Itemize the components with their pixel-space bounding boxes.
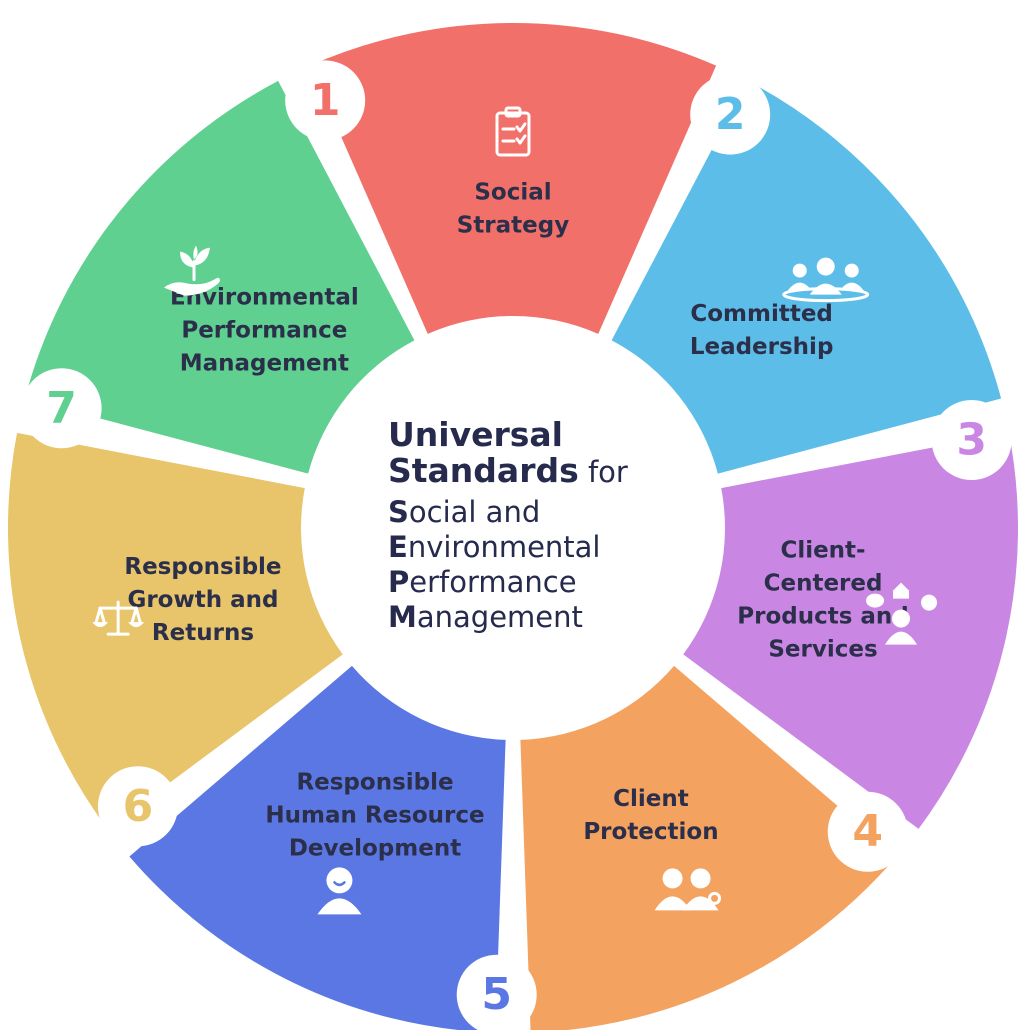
center-title-line2: Standards for — [388, 451, 628, 490]
center-title-standards: Standards — [388, 451, 579, 490]
segment-3-label-line: Products and — [737, 603, 909, 629]
segment-5-label-line: Responsible — [296, 770, 453, 796]
segment-6-label-line: Returns — [152, 620, 254, 646]
segment-7-label-line: Performance — [181, 318, 347, 344]
segment-1-number-badge — [285, 60, 366, 141]
segment-5-label-line: Development — [289, 836, 461, 862]
center-row-social: Social and — [388, 495, 540, 529]
center-row-management: Management — [388, 600, 583, 634]
segment-6-number: 6 — [123, 781, 154, 832]
segment-6-number-badge — [97, 766, 178, 847]
leadership-team-icon — [782, 257, 870, 303]
segment-5-label-line: Human Resource — [265, 803, 484, 829]
segment-7 — [24, 80, 415, 474]
segment-6-label-line: Responsible — [124, 554, 281, 580]
segment-4-number-badge — [827, 791, 908, 872]
segment-5-number-badge — [456, 954, 537, 1030]
hand-plant-icon — [164, 245, 221, 296]
person-smile-icon — [317, 867, 362, 915]
client-finance-icon — [866, 582, 938, 645]
center-title-block: Universal Standards for Social and Envir… — [388, 415, 628, 634]
segments-layer — [7, 22, 1018, 1030]
segment-3-label-line: Services — [768, 636, 877, 662]
center-title-for: for — [579, 455, 628, 489]
segment-4-label-line: Client — [613, 786, 689, 812]
segment-7-number: 7 — [46, 383, 77, 434]
segment-6-label-line: Growth and — [127, 587, 278, 613]
center-row-performance: Performance — [388, 565, 577, 599]
balance-scale-icon — [92, 600, 145, 636]
segment-1-label-line: Social — [474, 180, 551, 206]
numbers-layer: 1 2 3 4 5 6 7 — [21, 60, 1012, 1030]
segment-1 — [309, 22, 717, 334]
segment-5 — [129, 665, 506, 1030]
segment-2-label-line: Leadership — [690, 334, 834, 360]
segment-2-number-badge — [690, 74, 771, 155]
segment-3-number-badge — [931, 400, 1012, 481]
segment-3-label-line: Centered — [764, 570, 883, 596]
segment-4 — [520, 665, 897, 1030]
icons-layer — [92, 106, 938, 915]
segment-1-number: 1 — [310, 75, 341, 126]
segment-2-number: 2 — [715, 89, 746, 140]
segment-7-label-line: Management — [180, 351, 349, 377]
segment-2 — [611, 80, 1002, 474]
segment-5-number: 5 — [481, 969, 512, 1020]
segment-3-label-line: Client- — [780, 537, 865, 563]
client-pair-icon — [654, 868, 722, 911]
segment-4-label-line: Protection — [583, 819, 718, 845]
segment-4-number: 4 — [852, 806, 883, 857]
clipboard-checklist-icon — [495, 106, 531, 157]
segment-3-number: 3 — [956, 415, 987, 466]
center-row-environmental: Environmental — [388, 530, 601, 564]
segment-6 — [7, 432, 343, 829]
segment-7-number-badge — [21, 368, 102, 449]
segment-3 — [683, 432, 1018, 829]
segment-1-label-line: Strategy — [457, 213, 569, 239]
center-title-line1: Universal — [388, 415, 563, 454]
segment-2-label-line: Committed — [690, 301, 833, 327]
